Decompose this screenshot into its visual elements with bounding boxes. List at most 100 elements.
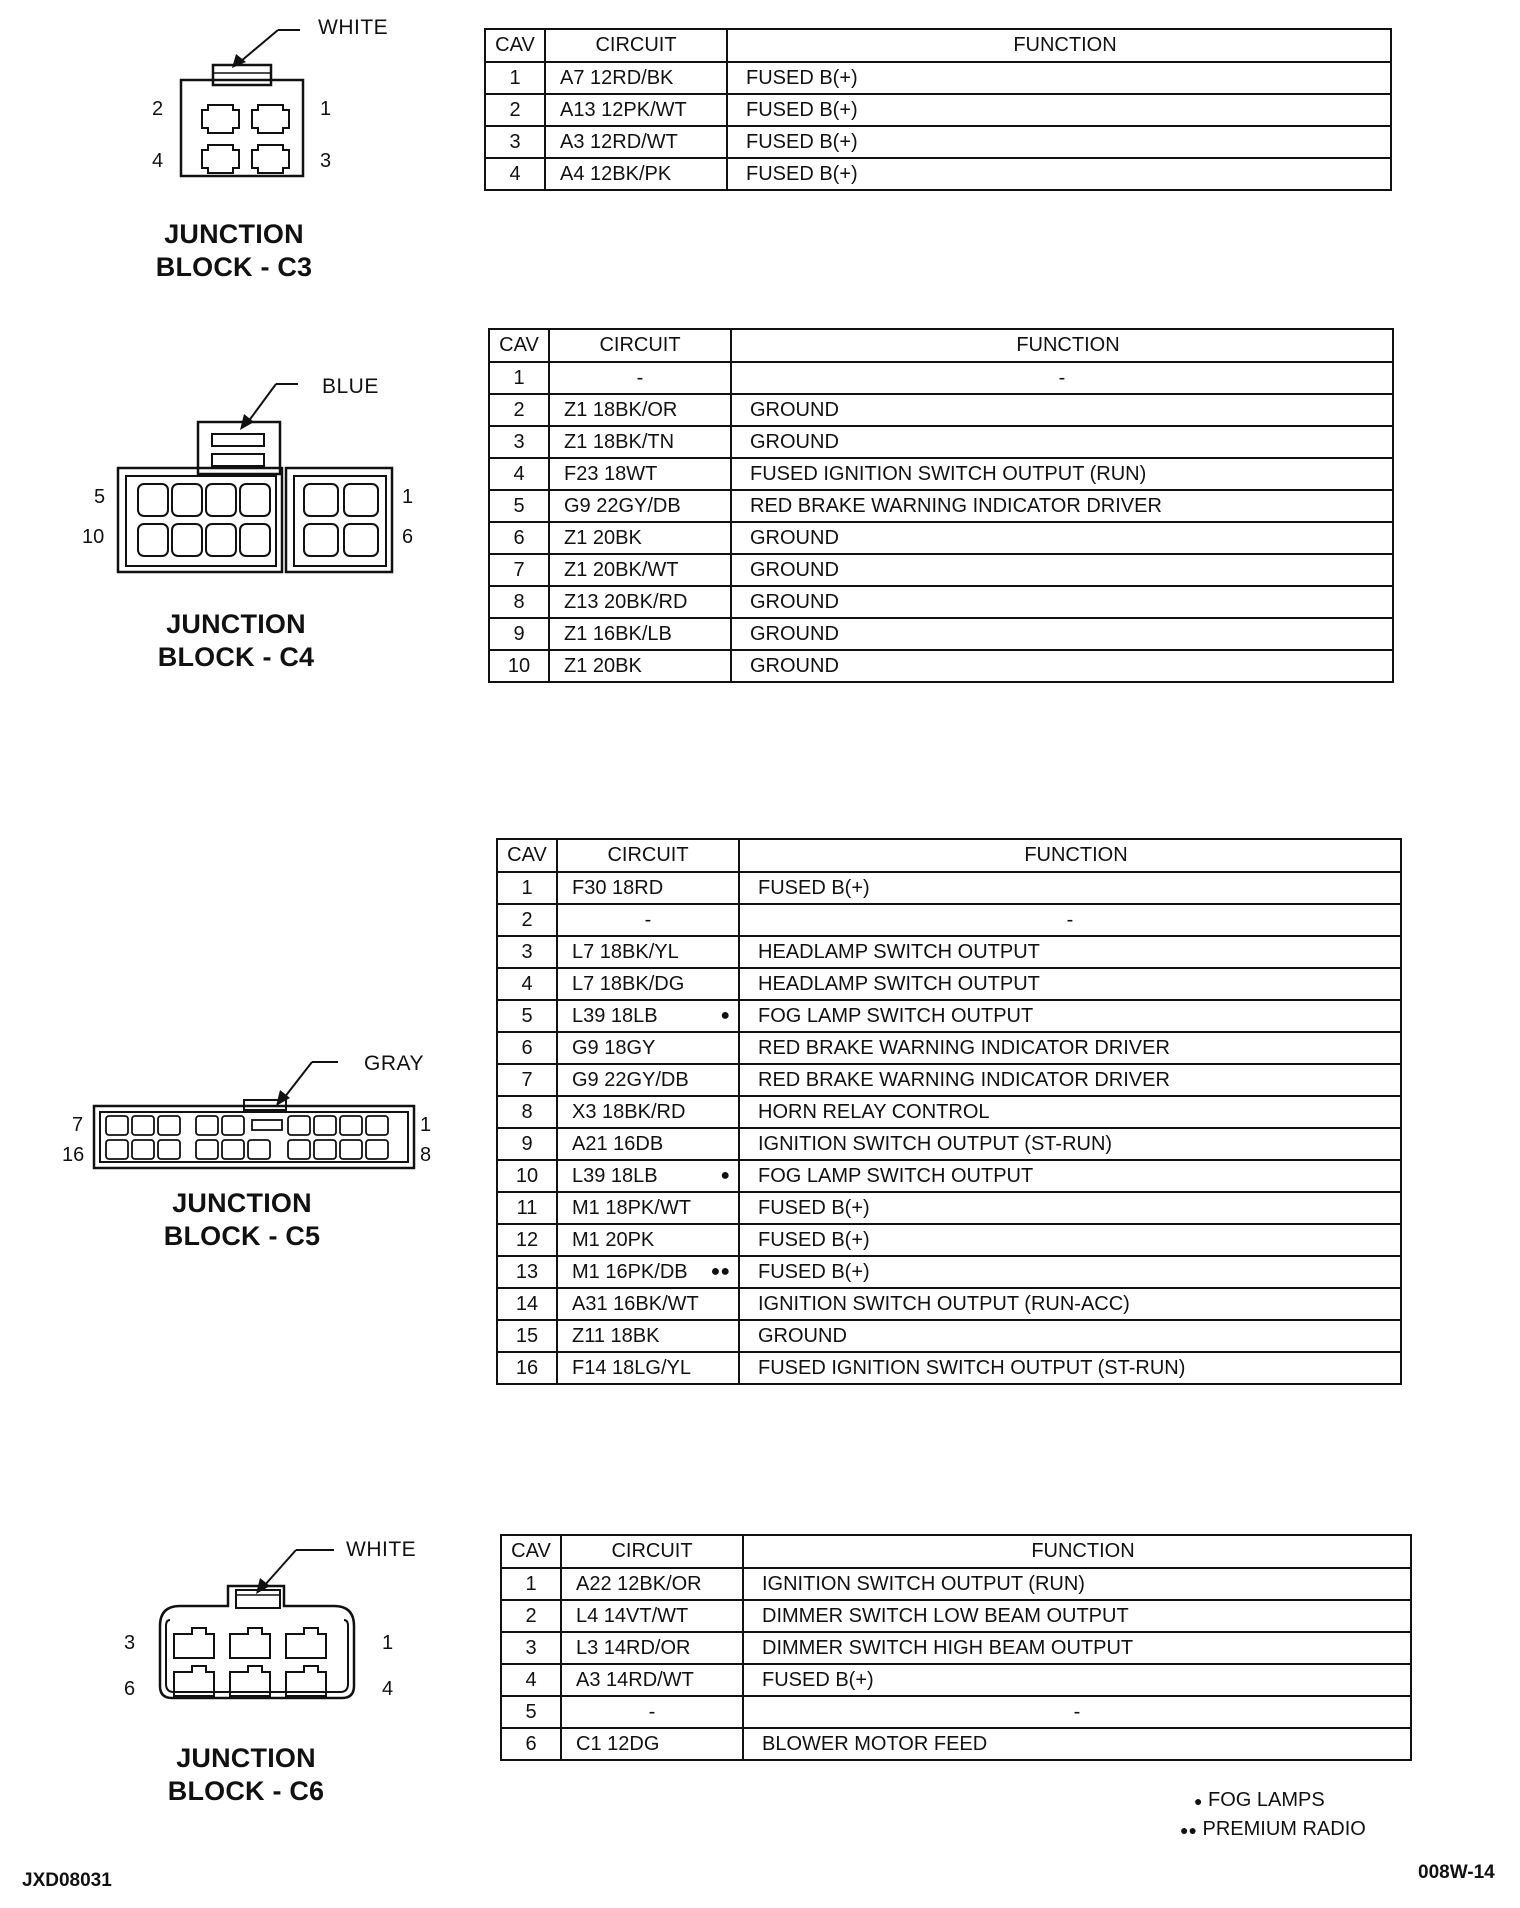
connector-c4-pin-label: 6 [402,526,414,548]
circuit-code: Z1 16BK/LB [564,622,672,645]
connector-c6-pin-label: 4 [382,1678,394,1700]
header-circuit: CIRCUIT [548,328,732,363]
function-cell: FUSED B(+) [726,157,1392,191]
cavity-number: 3 [496,935,558,969]
connector-c4-outline [116,383,394,574]
cavity-number: 3 [484,125,546,159]
circuit-code: Z1 18BK/OR [564,398,678,421]
footer-left-code: JXD08031 [22,1870,112,1891]
cavity-number: 1 [488,361,550,395]
cavity-number: 1 [496,871,558,905]
function-cell: FUSED IGNITION SWITCH OUTPUT (ST-RUN) [738,1351,1402,1385]
circuit-cell: F23 18WT [548,457,732,491]
connector-c6-outline [158,1549,356,1700]
legend-radio-marker: ●● [1180,1822,1197,1838]
connector-c5-outline [92,1061,416,1170]
cavity-number: 5 [488,489,550,523]
circuit-cell: Z11 18BK [556,1319,740,1353]
circuit-code: - [644,908,652,931]
function-cell: HORN RELAY CONTROL [738,1095,1402,1129]
function-cell: IGNITION SWITCH OUTPUT (RUN-ACC) [738,1287,1402,1321]
cavity-number: 5 [500,1695,562,1729]
circuit-code: A21 16DB [572,1132,664,1155]
cavity-number: 2 [484,93,546,127]
connector-c3-pin-label: 1 [320,98,332,120]
circuit-code: X3 18BK/RD [572,1100,686,1123]
cavity-number: 2 [488,393,550,427]
header-cav: CAV [496,838,558,873]
cavity-number: 7 [488,553,550,587]
circuit-cell: A31 16BK/WT [556,1287,740,1321]
circuit-cell: A22 12BK/OR [560,1567,744,1601]
circuit-code: M1 18PK/WT [572,1196,691,1219]
function-cell: RED BRAKE WARNING INDICATOR DRIVER [738,1063,1402,1097]
function-cell: FUSED B(+) [738,871,1402,905]
connector-c5-name-line2: BLOCK - C5 [163,1221,321,1251]
circuit-code: M1 16PK/DB [572,1260,688,1283]
connector-c4-color: BLUE [322,375,379,398]
connector-c4-name-line2: BLOCK - C4 [157,642,315,672]
circuit-code: Z1 20BK [564,526,642,549]
connector-c5-pin-label: 1 [420,1114,432,1136]
circuit-cell: G9 22GY/DB [556,1063,740,1097]
cavity-number: 4 [496,967,558,1001]
header-circuit: CIRCUIT [556,838,740,873]
header-cav: CAV [488,328,550,363]
function-cell: FOG LAMP SWITCH OUTPUT [738,1159,1402,1193]
cavity-number: 4 [500,1663,562,1697]
circuit-code: A7 12RD/BK [560,66,674,89]
function-cell: GROUND [738,1319,1402,1353]
circuit-cell: F14 18LG/YL [556,1351,740,1385]
connector-c5-pin-label: 7 [72,1114,84,1136]
cavity-number: 10 [496,1159,558,1193]
circuit-code: A22 12BK/OR [576,1572,702,1595]
circuit-cell: L4 14VT/WT [560,1599,744,1633]
cavity-number: 7 [496,1063,558,1097]
table-row: 5-- [500,1695,1412,1729]
circuit-code: Z1 18BK/TN [564,430,675,453]
option-marker: ●● [710,1263,730,1280]
connector-c5-pin-label: 16 [62,1144,85,1166]
footer-right-code: 008W-14 [1418,1862,1495,1883]
function-cell: - [742,1695,1412,1729]
connector-c3-color: WHITE [318,16,389,39]
header-cav: CAV [500,1534,562,1569]
circuit-code: A4 12BK/PK [560,162,672,185]
connector-c3-name-line2: BLOCK - C3 [155,252,313,282]
function-cell: FUSED IGNITION SWITCH OUTPUT (RUN) [730,457,1394,491]
circuit-cell: Z1 16BK/LB [548,617,732,651]
function-cell: FUSED B(+) [726,125,1392,159]
function-cell: FUSED B(+) [742,1663,1412,1697]
table-row: 1-- [488,361,1394,395]
circuit-cell: A3 14RD/WT [560,1663,744,1697]
cavity-number: 4 [484,157,546,191]
connector-c5-color: GRAY [364,1052,424,1075]
cavity-number: 1 [484,61,546,95]
circuit-code: L39 18LB [572,1004,658,1027]
cavity-number: 2 [500,1599,562,1633]
circuit-code: G9 22GY/DB [572,1068,689,1091]
function-cell: GROUND [730,617,1394,651]
circuit-code: M1 20PK [572,1228,655,1251]
circuit-code: - [636,366,644,389]
circuit-code: C1 12DG [576,1732,660,1755]
connector-c6-pin-label: 1 [382,1632,394,1654]
